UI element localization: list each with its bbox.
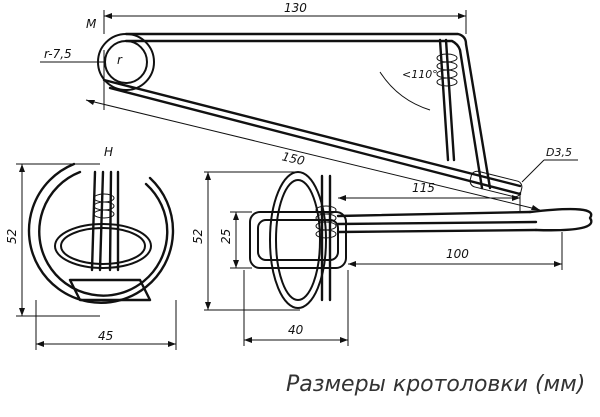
wire-wrap: [436, 53, 458, 87]
dim-100: 100: [446, 247, 469, 261]
front-base: [68, 278, 152, 302]
leader-d35: [521, 159, 545, 183]
front-loop: [54, 223, 152, 269]
front-ring: [27, 162, 175, 304]
front-wire-wrap: [93, 193, 115, 219]
lower-arm: [102, 78, 522, 188]
dim-115: 115: [412, 181, 435, 195]
dim-left-45: 45: [98, 329, 113, 343]
label-angle: <110°: [402, 68, 438, 81]
arrow-100-right: [554, 261, 562, 267]
side-view: 52 25 40 115 100: [191, 171, 593, 346]
arrow-150-left: [86, 100, 95, 105]
arrow-130-right: [458, 13, 466, 19]
trigger-rod-inner: [444, 38, 456, 162]
arrow-left-52-bottom: [19, 308, 25, 316]
dim-left-52: 52: [5, 229, 19, 244]
arrow-130-left: [104, 13, 112, 19]
trigger-rod: [438, 38, 450, 162]
arrow-40-right: [340, 337, 348, 343]
front-view: H 52 45: [5, 145, 177, 350]
arrow-45-right: [168, 341, 176, 347]
dim-right-25: 25: [219, 229, 233, 244]
label-radius: r-7,5: [44, 47, 72, 61]
front-loop-inner: [60, 227, 146, 265]
upper-arm: [124, 32, 492, 190]
spring-coil-inner: [104, 40, 148, 84]
dim-130: 130: [284, 1, 307, 15]
arrow-25-top: [233, 212, 239, 220]
arm-end: [469, 170, 523, 198]
side-ring: [269, 171, 327, 309]
lower-arm-inner: [108, 86, 522, 196]
arrow-150-right: [531, 205, 540, 210]
front-ring-inner: [38, 170, 169, 297]
dim-150: 150: [281, 149, 307, 168]
arrow-45-left: [36, 341, 44, 347]
dim-line-150: [85, 99, 541, 211]
side-frame-inner: [257, 219, 339, 261]
side-frame: [249, 211, 347, 269]
arrow-left-52-top: [19, 164, 25, 172]
arrow-115-left: [338, 195, 346, 201]
arrow-right-52-top: [205, 172, 211, 180]
dim-right-40: 40: [288, 323, 304, 337]
arrow-right-52-bottom: [205, 302, 211, 310]
upper-arm-inner: [124, 39, 484, 190]
top-view: M r-7,5 r <110° D3,5 130 150: [40, 1, 578, 211]
label-d35: D3,5: [546, 146, 572, 159]
side-rods: [336, 210, 538, 234]
dim-right-52: 52: [191, 229, 205, 244]
figure-caption: Размеры кротоловки (мм): [286, 372, 586, 397]
arrow-100-left: [348, 261, 356, 267]
label-radius-r: r: [117, 53, 123, 67]
front-rods: [90, 170, 120, 272]
angle-arc: [379, 71, 431, 111]
side-ring-inner: [275, 179, 321, 301]
arrow-25-bottom: [233, 260, 239, 268]
arrow-115-right: [512, 195, 520, 201]
side-wire-wrap: [315, 205, 337, 239]
label-h: H: [104, 145, 113, 159]
arrow-40-left: [244, 337, 252, 343]
side-rod-tip: [528, 207, 593, 232]
label-m: M: [86, 17, 97, 31]
